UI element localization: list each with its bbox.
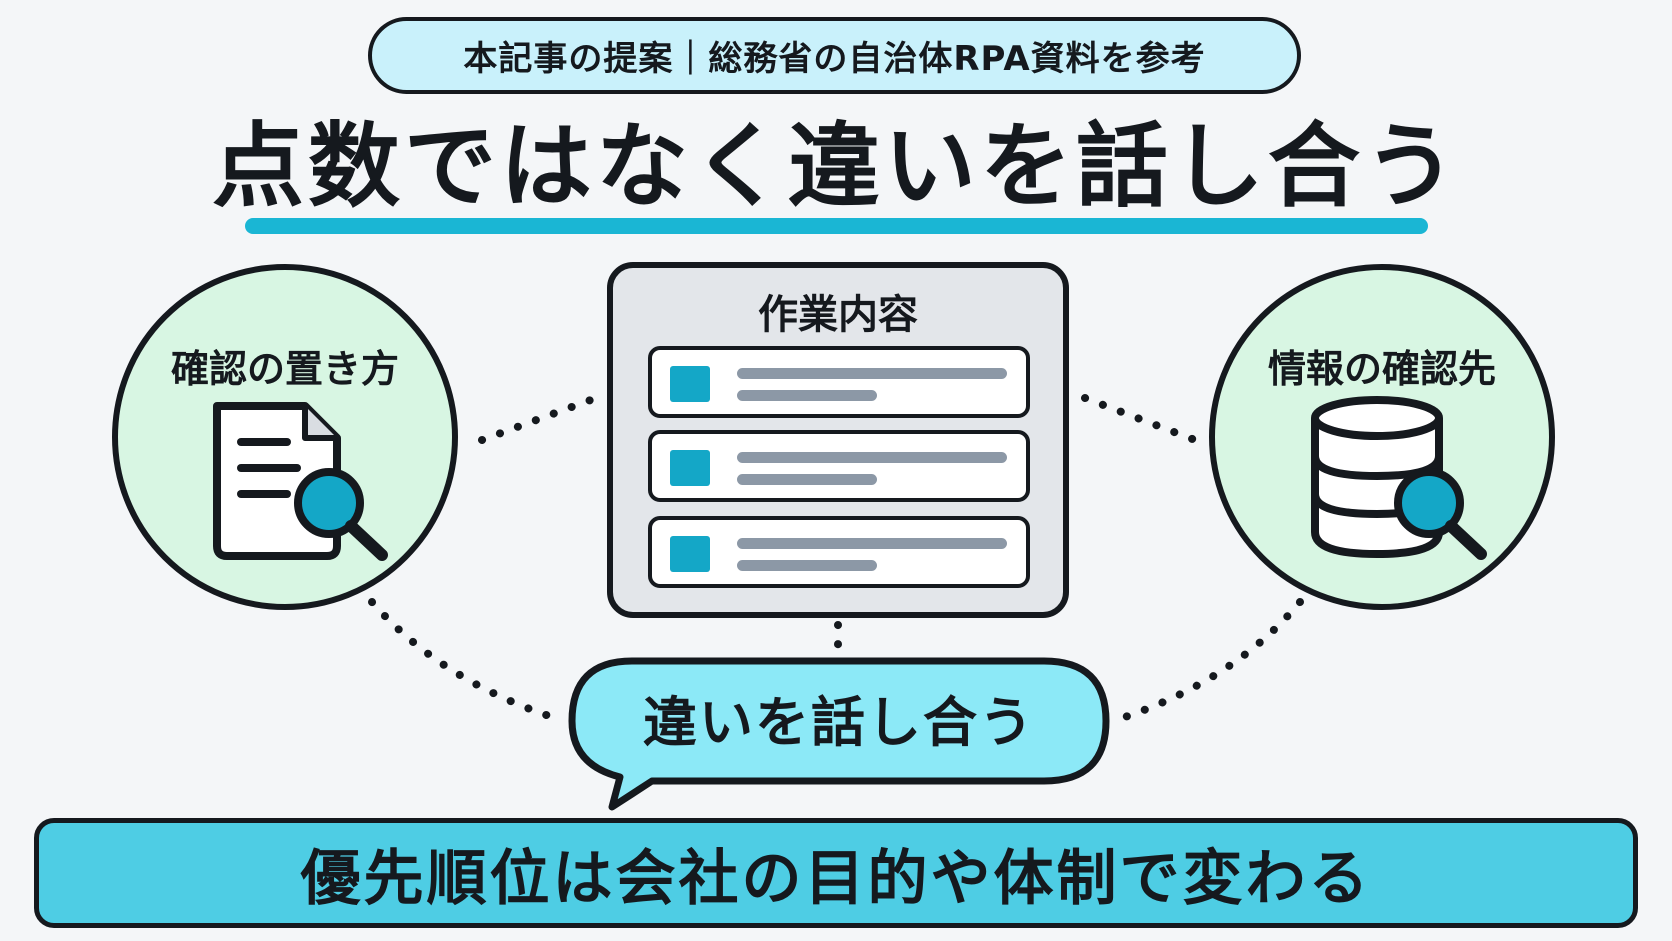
task-row — [648, 430, 1030, 502]
task-row — [648, 346, 1030, 418]
task-row-square — [670, 366, 710, 402]
connector-panel-to-right — [1081, 394, 1199, 444]
task-row-line — [737, 452, 1007, 463]
task-panel-title: 作業内容 — [758, 292, 918, 338]
speech-bubble — [568, 657, 1110, 811]
bubble-label: 違いを話し合う — [643, 691, 1035, 754]
document-search-icon — [213, 402, 388, 561]
right-node-label: 情報の確認先 — [1267, 347, 1496, 391]
task-row-line-short — [737, 390, 877, 401]
task-row-square — [670, 536, 710, 572]
task-row — [648, 516, 1030, 588]
title-underline — [245, 218, 1428, 234]
connector-right-to-bubble — [1118, 598, 1304, 722]
connector-left-to-bubble — [368, 598, 559, 722]
task-row-line — [737, 368, 1007, 379]
task-row-square — [670, 450, 710, 486]
footer-message-bar: 優先順位は会社の目的や体制で変わる — [34, 818, 1638, 928]
connector-left-to-panel — [478, 394, 600, 444]
left-node-label: 確認の置き方 — [170, 347, 399, 391]
page-title: 点数ではなく違いを話し合う — [211, 113, 1460, 220]
source-pill: 本記事の提案｜総務省の自治体RPA資料を参考 — [368, 17, 1301, 94]
task-row-line-short — [737, 560, 877, 571]
task-row-line-short — [737, 474, 877, 485]
task-row-line — [737, 538, 1007, 549]
database-search-icon — [1311, 396, 1487, 560]
